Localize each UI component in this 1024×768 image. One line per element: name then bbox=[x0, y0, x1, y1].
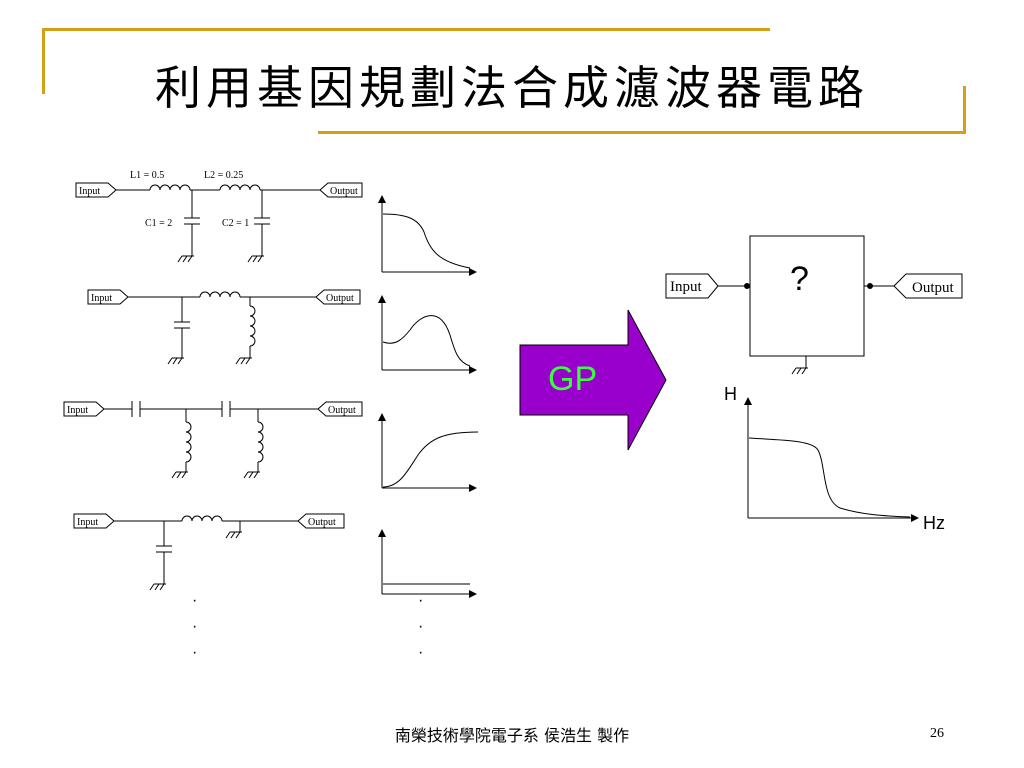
input-port-label: Input bbox=[77, 517, 98, 528]
response-bandpass bbox=[378, 295, 477, 374]
title-frame-top bbox=[42, 28, 770, 31]
input-port-label: Input bbox=[79, 186, 100, 197]
title-frame-bottom bbox=[318, 131, 966, 134]
c2-label: C2 = 1 bbox=[222, 218, 249, 229]
output-port-label: Output bbox=[330, 186, 358, 197]
slide-title: 利用基因規劃法合成濾波器電路 bbox=[155, 61, 869, 115]
circuit-1: Input Output L1 = 0.5 L2 = 0.25 C1 = 2 C… bbox=[75, 170, 363, 263]
target-response bbox=[744, 397, 919, 522]
target-output-label: Output bbox=[912, 280, 955, 296]
circuit-3: Input Output bbox=[63, 401, 363, 479]
target-output-port bbox=[893, 273, 963, 299]
unknown-mark: ? bbox=[790, 260, 809, 298]
l2-label: L2 = 0.25 bbox=[204, 170, 243, 181]
c1-label: C1 = 2 bbox=[145, 218, 172, 229]
input-port bbox=[75, 182, 117, 198]
y-axis-label: H bbox=[724, 384, 737, 404]
output-port-label: Output bbox=[308, 517, 336, 528]
x-axis-label: Hz bbox=[923, 513, 945, 533]
input-port-label: Input bbox=[91, 293, 112, 304]
l1-label: L1 = 0.5 bbox=[130, 170, 164, 181]
response-flat bbox=[378, 529, 477, 598]
response-highpass bbox=[378, 413, 479, 492]
gp-arrow bbox=[519, 309, 667, 451]
continuation-dots-right: · · · bbox=[418, 592, 424, 661]
output-port-label: Output bbox=[326, 293, 354, 304]
title-frame-left bbox=[42, 28, 45, 94]
response-lowpass bbox=[378, 195, 477, 276]
target-input-label: Input bbox=[670, 279, 702, 295]
input-port-label: Input bbox=[67, 405, 88, 416]
target-circuit: Input Output bbox=[665, 235, 963, 375]
page-number: 26 bbox=[930, 726, 944, 741]
title-frame-right bbox=[963, 86, 966, 134]
unknown-box bbox=[749, 235, 865, 357]
circuit-4: Input Output bbox=[73, 513, 345, 591]
target-input-port bbox=[665, 273, 719, 299]
circuit-2: Input Output bbox=[87, 289, 361, 365]
continuation-dots-left: · · · bbox=[192, 592, 198, 661]
gp-label: GP bbox=[548, 360, 598, 398]
output-port bbox=[319, 182, 363, 198]
output-port-label: Output bbox=[328, 405, 356, 416]
footer-credit: 南榮技術學院電子系 侯浩生 製作 bbox=[394, 726, 630, 745]
